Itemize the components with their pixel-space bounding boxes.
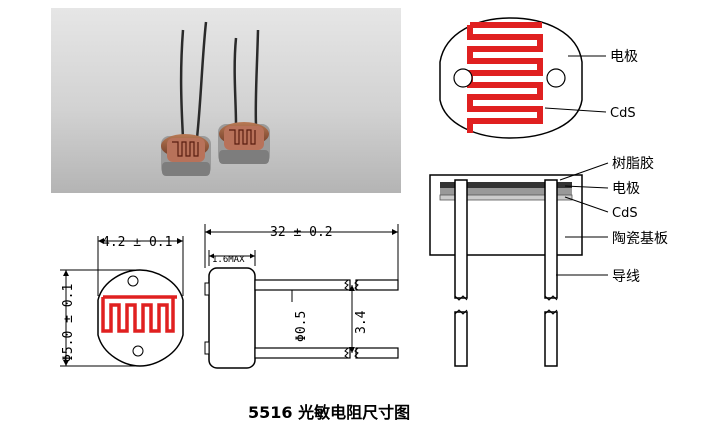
dim-thickness: 1.6MAX [212, 255, 245, 265]
dim-width: 4.2 ± 0.1 [102, 235, 172, 250]
label-wire: 导线 [612, 269, 640, 285]
cross-section-view: 树脂胶 电极 CdS 陶瓷基板 导线 [429, 155, 668, 367]
label-electrode-section: 电极 [612, 181, 640, 197]
label-resin: 树脂胶 [612, 155, 654, 172]
label-ceramic: 陶瓷基板 [612, 230, 668, 247]
top-view-dimensions: 4.2 ± 0.1 Φ5.0 ± 0.1 [60, 235, 184, 367]
label-cds-section: CdS [612, 206, 638, 221]
label-cds: CdS [610, 106, 636, 121]
dim-diameter: Φ5.0 ± 0.1 [61, 284, 76, 362]
electrode-face-view: 电极 CdS [439, 17, 638, 139]
photoresistor-right [218, 122, 270, 164]
dim-pitch: 3.4 [354, 310, 369, 334]
product-photo [51, 8, 401, 193]
dim-lead-diameter: Φ0.5 [294, 311, 309, 342]
diagram-caption: 5516 光敏电阻尺寸图 [248, 403, 410, 422]
side-view-dimensions: 32 ± 0.2 1.6MAX Φ0.5 3.4 [204, 224, 399, 369]
photoresistor-left [161, 134, 211, 176]
label-electrode: 电极 [610, 49, 638, 65]
dim-length: 32 ± 0.2 [270, 225, 333, 240]
